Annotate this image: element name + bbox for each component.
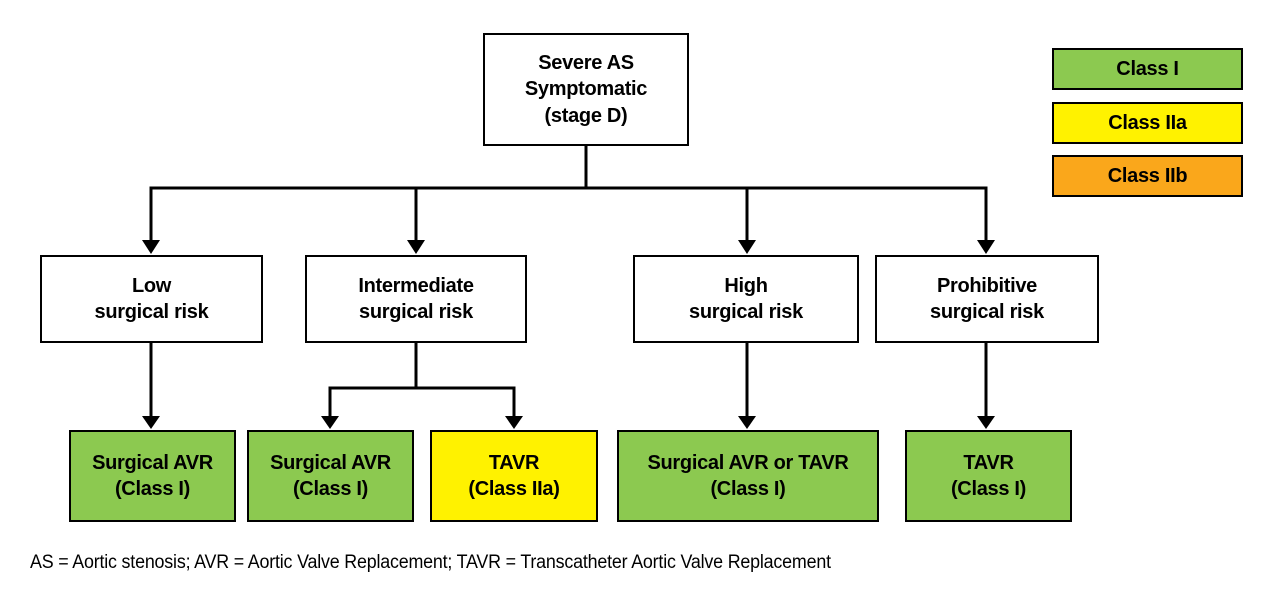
- arrowhead-outcome-2: [321, 416, 339, 429]
- arrowhead-high: [738, 240, 756, 254]
- abbreviation-footnote: AS = Aortic stenosis; AVR = Aortic Valve…: [30, 552, 831, 573]
- outcome-node-surgical-avr-low: Surgical AVR (Class I): [69, 430, 236, 522]
- arrowhead-intermediate: [407, 240, 425, 254]
- arrowhead-outcome-5: [977, 416, 995, 429]
- outcome-node-surgical-avr-intermediate: Surgical AVR (Class I): [247, 430, 414, 522]
- risk-node-low: Low surgical risk: [40, 255, 263, 343]
- outcome-node-surgical-avr-or-tavr-high: Surgical AVR or TAVR (Class I): [617, 430, 879, 522]
- outcome-node-tavr-prohibitive: TAVR (Class I): [905, 430, 1072, 522]
- risk-node-intermediate: Intermediate surgical risk: [305, 255, 527, 343]
- risk-node-high: High surgical risk: [633, 255, 859, 343]
- arrowhead-prohibitive: [977, 240, 995, 254]
- arrowhead-outcome-3: [505, 416, 523, 429]
- arrowhead-outcome-4: [738, 416, 756, 429]
- risk-node-prohibitive: Prohibitive surgical risk: [875, 255, 1099, 343]
- root-node-severe-as: Severe AS Symptomatic (stage D): [483, 33, 689, 146]
- outcome-node-tavr-intermediate: TAVR (Class IIa): [430, 430, 598, 522]
- legend-item-class-iib: Class IIb: [1052, 155, 1243, 197]
- legend-item-class-iia: Class IIa: [1052, 102, 1243, 144]
- arrowhead-outcome-1: [142, 416, 160, 429]
- arrowhead-low: [142, 240, 160, 254]
- legend-item-class-i: Class I: [1052, 48, 1243, 90]
